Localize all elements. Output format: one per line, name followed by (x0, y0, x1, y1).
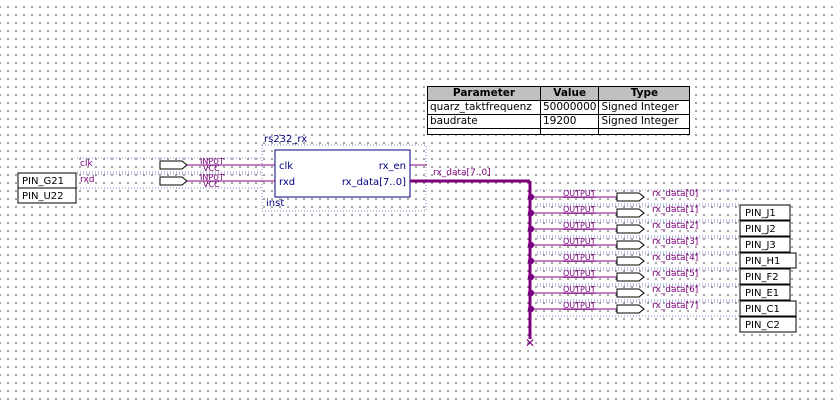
block-region (261, 144, 427, 212)
output-row: OUTPUT rx_data[6] (527, 285, 740, 301)
output-port[interactable] (616, 272, 645, 282)
parameter-row: baudrate 19200 Signed Integer (427, 114, 691, 129)
bus-junction (527, 257, 535, 265)
output-net-label: rx_data[6] (652, 285, 698, 295)
block-name: rs232_rx (264, 134, 307, 145)
output-kind: OUTPUT (563, 221, 596, 230)
pin-label: PIN_C2 (745, 320, 780, 331)
net-label-clk: clk (80, 159, 93, 169)
output-kind: OUTPUT (563, 237, 596, 246)
pin-label: PIN_G21 (22, 176, 64, 187)
output-port[interactable] (616, 192, 645, 202)
rs232-rx-block[interactable] (274, 149, 411, 198)
output-net-label: rx_data[2] (652, 221, 698, 231)
output-pin-boxes: PIN_J1PIN_J2PIN_J3PIN_H1PIN_F2PIN_E1PIN_… (739, 204, 797, 333)
output-kind: OUTPUT (563, 253, 596, 262)
header-value: Value (539, 86, 600, 101)
output-net-label: rx_data[5] (652, 269, 698, 279)
output-row: OUTPUT rx_data[1] (527, 205, 740, 221)
input-kind-clk: INPUT (200, 157, 224, 166)
pin-label: PIN_E1 (745, 288, 779, 299)
parameter-table: Parameter Value Type quarz_taktfrequenz … (427, 86, 691, 135)
input-kind-rxd: INPUT (200, 173, 224, 182)
bus-end-marker: ✕ (525, 336, 535, 350)
pin-box[interactable] (739, 300, 797, 317)
pin-label: PIN_J3 (745, 240, 776, 251)
parameter-table-header: Parameter Value Type (427, 86, 691, 101)
pin-label: PIN_J1 (745, 208, 776, 219)
pin-box[interactable] (739, 284, 791, 301)
output-port[interactable] (616, 256, 645, 266)
parameter-value: 50000000 (539, 100, 600, 115)
output-kind: OUTPUT (563, 269, 596, 278)
parameter-row-empty (427, 128, 691, 135)
output-net-label: rx_data[4] (652, 253, 698, 263)
port-clk: clk (279, 161, 293, 172)
input-port-rxd[interactable] (159, 176, 188, 186)
bus-label: rx_data[7..0] (433, 168, 491, 178)
output-row: OUTPUT rx_data[0] (527, 189, 740, 205)
pin-label: PIN_H1 (745, 256, 780, 267)
output-kind: OUTPUT (563, 189, 596, 198)
pin-box[interactable] (739, 236, 791, 253)
pin-box[interactable] (739, 204, 791, 221)
bus-junction (527, 305, 535, 313)
pin-box[interactable] (17, 187, 77, 204)
pin-label: PIN_C1 (745, 304, 780, 315)
pin-box[interactable] (739, 252, 797, 269)
bus-junction (527, 273, 535, 281)
net-label-rxd: rxd (80, 175, 95, 185)
input-default-clk: VCC (203, 164, 220, 173)
instance-name: inst (266, 198, 284, 209)
output-kind: OUTPUT (563, 301, 596, 310)
input-default-rxd: VCC (203, 180, 220, 189)
output-row: OUTPUT rx_data[2] (527, 221, 740, 237)
bus-junction (527, 289, 535, 297)
port-rx-data: rx_data[7..0] (342, 177, 406, 188)
bus-junction (527, 225, 535, 233)
parameter-value: 19200 (539, 114, 600, 129)
input-port-clk[interactable] (159, 160, 188, 170)
output-port[interactable] (616, 304, 645, 314)
output-port[interactable] (616, 224, 645, 234)
output-net-label: rx_data[3] (652, 237, 698, 247)
output-net-label: rx_data[0] (652, 189, 698, 199)
output-row: OUTPUT rx_data[5] (527, 269, 740, 285)
output-port[interactable] (616, 288, 645, 298)
pin-box[interactable] (739, 268, 791, 285)
output-row: OUTPUT rx_data[7] (527, 301, 740, 317)
port-rx-en: rx_en (379, 161, 406, 172)
pin-box[interactable] (739, 220, 791, 237)
output-port[interactable] (616, 240, 645, 250)
pin-label: PIN_U22 (22, 191, 64, 202)
port-rxd: rxd (279, 177, 295, 188)
output-kind: OUTPUT (563, 205, 596, 214)
output-kind: OUTPUT (563, 285, 596, 294)
pin-label: PIN_F2 (745, 272, 779, 283)
output-port[interactable] (616, 208, 645, 218)
bus-junction (527, 241, 535, 249)
output-rows: OUTPUT rx_data[0] OUTPUT rx_data[1] OUTPUT rx… (527, 189, 740, 317)
pin-label: PIN_J2 (745, 224, 776, 235)
output-net-label: rx_data[7] (652, 301, 698, 311)
bus-junction (527, 209, 535, 217)
output-row: OUTPUT rx_data[4] (527, 253, 740, 269)
parameter-type: Signed Integer (598, 114, 691, 129)
pin-box[interactable] (739, 316, 797, 333)
output-net-label: rx_data[1] (652, 205, 698, 215)
bus-junction (527, 193, 535, 201)
output-row: OUTPUT rx_data[3] (527, 237, 740, 253)
